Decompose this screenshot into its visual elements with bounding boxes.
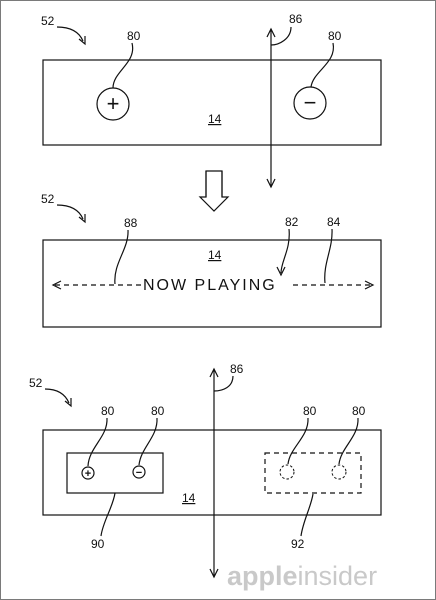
fig2-arrowhead-right: [364, 280, 375, 290]
small-plus-icon: +: [85, 468, 91, 480]
fig2-label-84: 84: [327, 215, 341, 229]
fig1-axis-arrow-down: [266, 178, 276, 189]
figure-2: 52 14 NOW PLAYING 88 82 84: [41, 192, 382, 328]
fig1-leader-left: [112, 42, 134, 89]
minus-icon: −: [304, 90, 317, 115]
fig1-axis-leader: [270, 26, 292, 46]
fig2-device-label: 52: [41, 192, 55, 206]
fig1-device-leader-arrowhead: [78, 36, 86, 46]
fig3-axis-arrow-up: [209, 367, 219, 378]
fig2-label-82: 82: [285, 215, 299, 229]
transition-arrow-icon: [198, 170, 230, 212]
fig1-minus-button: [293, 86, 327, 120]
fig3-button-label-1: 80: [101, 404, 115, 418]
fig3-leader-1: [87, 417, 108, 467]
figure-1: 52 + 80 − 80 14 86: [41, 12, 382, 189]
fig3-leader-3: [287, 417, 309, 465]
watermark-part2: insider: [298, 561, 378, 591]
fig3-button-label-2: 80: [151, 404, 165, 418]
fig1-device-body: [42, 59, 382, 146]
fig3-group-label-90: 90: [91, 537, 105, 551]
fig2-arrowhead-left: [51, 280, 62, 290]
fig2-device-body: [42, 239, 382, 328]
fig3-leader-92: [300, 493, 314, 537]
fig3-leader-2: [138, 417, 158, 466]
appleinsider-watermark: appleinsider: [227, 561, 377, 591]
fig3-display-label: 14: [182, 491, 196, 505]
fig3-minus-button: [132, 465, 146, 479]
fig3-device-leader-arrowhead: [64, 398, 72, 408]
fig2-display-label: 14: [208, 248, 222, 262]
watermark-part1: apple: [227, 561, 298, 591]
fig3-group-label-92: 92: [291, 537, 305, 551]
fig3-axis-label: 86: [230, 362, 244, 376]
fig3-leader-90: [100, 492, 116, 537]
fig3-hidden-button-2: [331, 464, 347, 480]
fig3-device-leader: [44, 388, 70, 404]
fig2-device-leader: [56, 204, 84, 220]
fig2-device-leader-arrowhead: [78, 214, 86, 224]
fig1-button-label-right: 80: [328, 29, 342, 43]
fig1-leader-right: [310, 42, 334, 88]
fig3-button-group-dashed: [264, 452, 362, 494]
fig2-leader-82-arrowhead: [276, 266, 286, 277]
fig3-device-label: 52: [29, 376, 43, 390]
fig3-device-body: [42, 429, 382, 516]
fig2-leader-82: [280, 228, 290, 274]
fig2-label-88: 88: [124, 216, 138, 230]
fig3-button-label-4: 80: [352, 404, 366, 418]
now-playing-text: NOW PLAYING: [143, 277, 277, 294]
fig3-leader-4: [338, 417, 359, 465]
svg-text:appleinsider: appleinsider: [227, 561, 377, 591]
fig3-hidden-button-1: [279, 464, 295, 480]
fig1-axis-label: 86: [289, 12, 303, 26]
plus-icon: +: [107, 91, 120, 116]
fig1-button-label-left: 80: [127, 29, 141, 43]
fig3-plus-button: [81, 466, 95, 480]
fig3-axis-arrow-down: [209, 568, 219, 579]
fig2-leader-84: [324, 228, 333, 284]
fig1-device-label: 52: [41, 14, 55, 28]
small-minus-icon: −: [136, 467, 142, 479]
fig3-button-label-3: 80: [303, 404, 317, 418]
fig1-device-leader: [56, 26, 84, 42]
figure-3: 52 86 + − 80 80 90 14 80 80 92: [29, 362, 382, 579]
fig1-axis-arrow-up: [266, 27, 276, 38]
fig1-display-label: 14: [208, 112, 222, 126]
fig3-axis-leader: [213, 375, 234, 392]
fig2-leader-88: [114, 229, 129, 285]
